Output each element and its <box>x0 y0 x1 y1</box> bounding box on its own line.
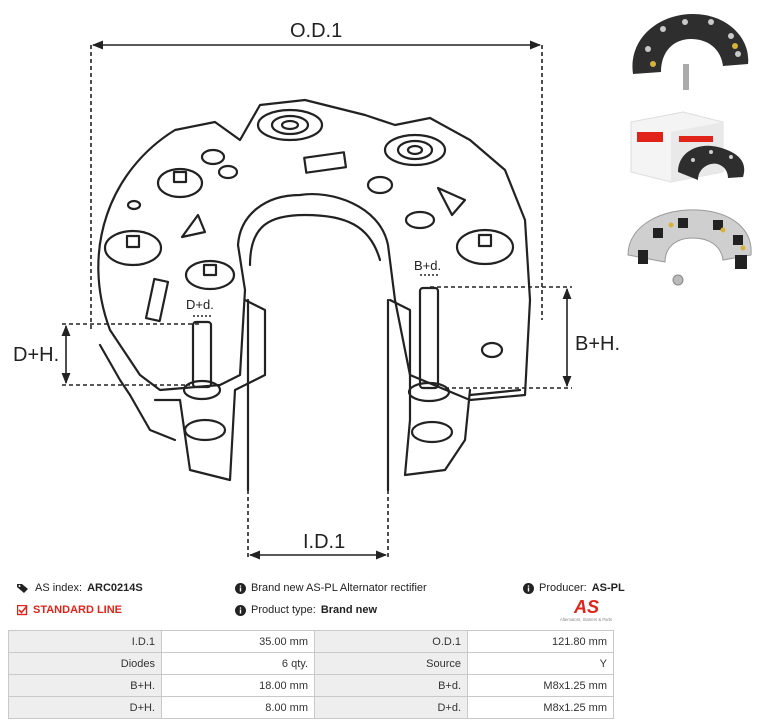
info-icon <box>235 582 246 594</box>
technical-drawing: O.D.1 I.D.1 D+H. B+H. D+d. B+d. <box>13 20 620 560</box>
spec-key: Diodes <box>8 652 162 675</box>
product-type-row: Product type: Brand new <box>235 604 377 616</box>
as-pl-logo: AS Alternators, Starters & Parts <box>560 596 620 622</box>
producer-row: Producer: AS-PL <box>523 582 625 594</box>
spec-value: 18.00 mm <box>161 674 315 697</box>
svg-text:AS: AS <box>573 597 599 617</box>
spec-value: 121.80 mm <box>467 630 614 653</box>
checkbox-icon <box>17 604 28 616</box>
as-index-label: AS index: <box>35 582 83 594</box>
spec-key: D+d. <box>314 696 468 719</box>
rectifier-photo-top-icon[interactable] <box>623 4 757 100</box>
svg-text:Alternators, Starters & Parts: Alternators, Starters & Parts <box>560 617 612 622</box>
rectifier-outline <box>97 98 532 402</box>
table-row: B+H. 18.00 mm B+d. M8x1.25 mm <box>8 674 614 697</box>
tags-icon <box>17 583 30 594</box>
spec-value: 8.00 mm <box>161 696 315 719</box>
info-icon <box>523 582 534 594</box>
table-row: D+H. 8.00 mm D+d. M8x1.25 mm <box>8 696 614 719</box>
standard-line-row: STANDARD LINE <box>17 604 122 616</box>
spec-value: 6 qty. <box>161 652 315 675</box>
info-icon <box>235 604 246 616</box>
producer-label: Producer: <box>539 582 587 594</box>
table-row: I.D.1 35.00 mm O.D.1 121.80 mm <box>8 630 614 653</box>
product-box-photo-icon[interactable] <box>623 102 757 198</box>
producer-value: AS-PL <box>591 582 625 594</box>
spec-value: M8x1.25 mm <box>467 696 614 719</box>
id-dimension-label: I.D.1 <box>303 531 345 553</box>
as-index-row: AS index: ARC0214S <box>17 582 143 594</box>
spec-key: B+H. <box>8 674 162 697</box>
specifications-table: I.D.1 35.00 mm O.D.1 121.80 mm Diodes 6 … <box>8 630 614 719</box>
rectifier-photo-angle-icon[interactable] <box>623 200 757 296</box>
spec-key: O.D.1 <box>314 630 468 653</box>
spec-key: D+H. <box>8 696 162 719</box>
spec-value: M8x1.25 mm <box>467 674 614 697</box>
spec-key: B+d. <box>314 674 468 697</box>
spec-key: Source <box>314 652 468 675</box>
bd-dimension-label: B+d. <box>414 258 441 273</box>
bh-dimension-label: B+H. <box>575 333 620 355</box>
product-type-value: Brand new <box>320 604 378 616</box>
product-type-label: Product type: <box>251 604 316 616</box>
dh-dimension-label: D+H. <box>13 344 59 366</box>
description-text: Brand new AS-PL Alternator rectifier <box>251 582 427 594</box>
description-row: Brand new AS-PL Alternator rectifier <box>235 582 427 594</box>
spec-key: I.D.1 <box>8 630 162 653</box>
dd-dimension-label: D+d. <box>186 297 214 312</box>
center-bore <box>248 213 382 267</box>
od-dimension-label: O.D.1 <box>290 20 342 42</box>
as-index-value: ARC0214S <box>87 582 143 594</box>
standard-line-label: STANDARD LINE <box>33 604 123 616</box>
spec-value: Y <box>467 652 614 675</box>
spec-value: 35.00 mm <box>161 630 315 653</box>
table-row: Diodes 6 qty. Source Y <box>8 652 614 675</box>
